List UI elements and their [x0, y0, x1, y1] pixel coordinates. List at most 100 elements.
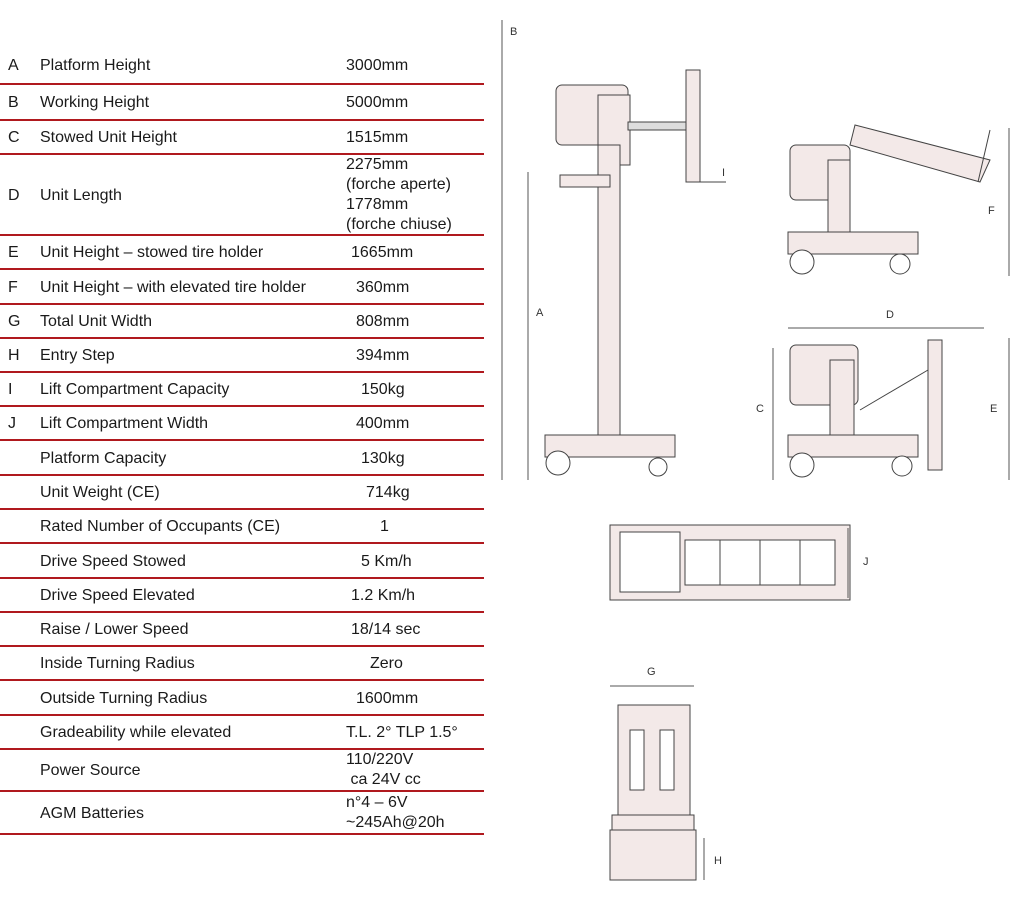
spec-label: Platform Height [40, 57, 151, 74]
spec-value: 1665mm [351, 244, 414, 261]
spec-letter: J [8, 415, 16, 432]
spec-label: Entry Step [40, 347, 115, 364]
spec-label: Outside Turning Radius [40, 690, 208, 707]
row-divider [0, 611, 484, 613]
row-divider [0, 119, 484, 121]
label-E: E [990, 403, 997, 415]
spec-row: Unit Weight (CE) 714kg [0, 476, 484, 510]
spec-label: Inside Turning Radius [40, 655, 195, 672]
row-divider [0, 234, 484, 236]
spec-letter: D [8, 187, 20, 204]
label-B: B [510, 26, 517, 38]
spec-row: Outside Turning Radius 1600mm [0, 681, 484, 716]
spec-label: Stowed Unit Height [40, 129, 177, 146]
row-divider [0, 405, 484, 407]
label-D: D [886, 309, 894, 321]
spec-value: 5000mm [346, 94, 409, 111]
label-H: H [714, 855, 722, 867]
row-divider [0, 508, 484, 510]
spec-label: Working Height [40, 94, 150, 111]
side-view-elevated [544, 69, 726, 477]
row-divider [0, 542, 484, 544]
row-divider [0, 337, 484, 339]
spec-value: 110/220V ca 24V cc [346, 750, 421, 790]
spec-value: 1515mm [346, 129, 409, 146]
spec-value-line: (forche chiuse) [346, 216, 452, 233]
spec-label: Raise / Lower Speed [40, 621, 189, 638]
spec-label: AGM Batteries [40, 805, 145, 822]
spec-label: Unit Height – stowed tire holder [40, 244, 264, 261]
drawings-svg: B A I F D C E J G H [501, 20, 1010, 881]
spec-letter: C [8, 129, 20, 146]
spec-row: AGM Batteries n°4 – 6V ~245Ah@20h [0, 792, 484, 835]
row-divider [0, 303, 484, 305]
spec-letter: I [8, 381, 13, 398]
row-divider [0, 474, 484, 476]
spec-value: 714kg [366, 484, 410, 501]
spec-label: Platform Capacity [40, 450, 167, 467]
spec-value: 1 [380, 518, 389, 535]
spec-value: 150kg [361, 381, 405, 398]
spec-letter: H [8, 347, 20, 364]
row-divider [0, 790, 484, 792]
spec-value: 3000mm [346, 57, 409, 74]
spec-value-line: (forche aperte) [346, 176, 451, 193]
spec-value: 130kg [361, 450, 405, 467]
row-divider [0, 645, 484, 647]
spec-label: Lift Compartment Capacity [40, 381, 230, 398]
front-view [609, 704, 697, 881]
spec-letter: E [8, 244, 19, 261]
spec-row: Rated Number of Occupants (CE) 1 [0, 510, 484, 544]
top-view [609, 524, 851, 601]
spec-value: 808mm [356, 313, 410, 330]
row-divider [0, 679, 484, 681]
label-A: A [536, 307, 544, 319]
spec-row: A Platform Height 3000mm [0, 47, 484, 85]
spec-value-line: ~245Ah@20h [346, 814, 445, 831]
spec-value-line: 110/220V [346, 751, 414, 768]
spec-value: T.L. 2° TLP 1.5° [346, 724, 458, 741]
spec-row: Drive Speed Elevated 1.2 Km/h [0, 579, 484, 613]
row-divider [0, 439, 484, 441]
spec-label: Rated Number of Occupants (CE) [40, 518, 281, 535]
spec-value: 360mm [356, 279, 410, 296]
spec-value-line: n°4 – 6V [346, 794, 408, 811]
technical-drawings: B A I F D C E J G H [490, 0, 1024, 902]
spec-row: Gradeability while elevated T.L. 2° TLP 1… [0, 716, 484, 750]
spec-label: Unit Weight (CE) [40, 484, 160, 501]
spec-row: E Unit Height – stowed tire holder 1665mm [0, 236, 484, 270]
spec-row: H Entry Step 394mm [0, 339, 484, 373]
spec-label: Gradeability while elevated [40, 724, 232, 741]
spec-letter: G [8, 313, 21, 330]
spec-value-line: 2275mm [346, 156, 409, 173]
spec-value: 394mm [356, 347, 410, 364]
spec-label: Drive Speed Elevated [40, 587, 195, 604]
spec-value: 5 Km/h [361, 553, 412, 570]
spec-letter: A [8, 57, 19, 74]
spec-row: B Working Height 5000mm [0, 84, 484, 121]
side-view-tilted [787, 124, 991, 275]
spec-value: n°4 – 6V ~245Ah@20h [346, 793, 445, 833]
spec-value: 1.2 Km/h [351, 587, 416, 604]
spec-letter: B [8, 94, 19, 111]
side-view-stowed [787, 339, 943, 478]
row-divider [0, 714, 484, 716]
spec-label: Lift Compartment Width [40, 415, 209, 432]
row-divider [0, 153, 484, 155]
row-divider [0, 748, 484, 750]
spec-row: Platform Capacity 130kg [0, 441, 484, 476]
spec-value-line: ca 24V cc [346, 771, 421, 788]
spec-label: Total Unit Width [40, 313, 153, 330]
spec-row: C Stowed Unit Height 1515mm [0, 120, 484, 155]
spec-label: Unit Height – with elevated tire holder [40, 279, 306, 296]
spec-row: I Lift Compartment Capacity 150kg [0, 373, 484, 407]
spec-value: 1600mm [356, 690, 419, 707]
spec-row: G Total Unit Width 808mm [0, 305, 484, 339]
label-I: I [722, 167, 725, 179]
row-divider [0, 833, 484, 835]
row-divider [0, 577, 484, 579]
